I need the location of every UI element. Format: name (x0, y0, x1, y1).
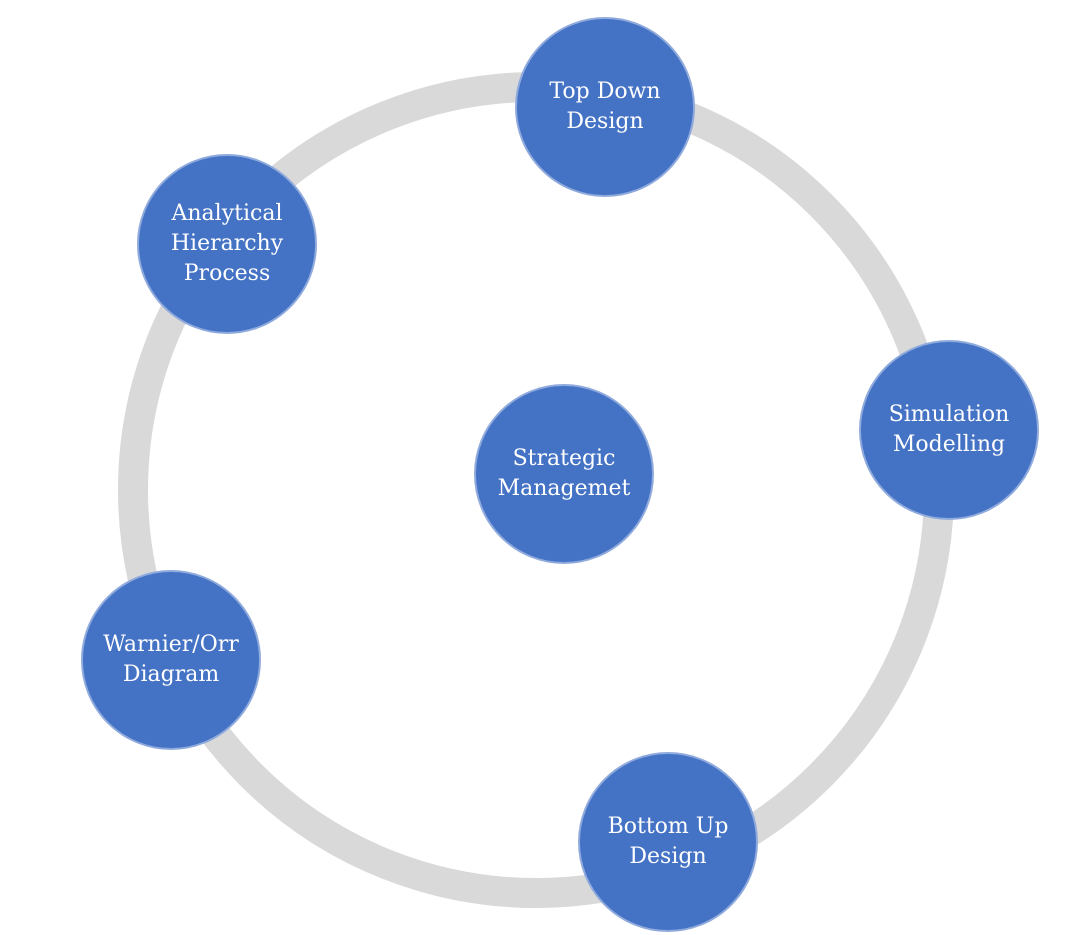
node-label-line1: Bottom Up (607, 814, 729, 839)
node-analytical-hierarchy-process: Analytical Hierarchy Process (137, 154, 317, 334)
node-label-line1: Warnier/Orr (103, 632, 239, 657)
node-label-line1: Top Down (549, 79, 661, 104)
node-label-line1: Analytical (171, 201, 283, 226)
center-node-label-line1: Strategic (512, 446, 616, 471)
node-warnier-orr-diagram: Warnier/Orr Diagram (81, 570, 261, 750)
node-simulation-modelling: Simulation Modelling (859, 340, 1039, 520)
node-label-line2: Hierarchy (170, 231, 284, 256)
node-label-line2: Design (629, 844, 707, 869)
node-label-line2: Diagram (122, 662, 220, 687)
node-label-line2: Design (566, 109, 644, 134)
node-label-line2: Modelling (892, 432, 1006, 457)
node-bottom-up-design: Bottom Up Design (578, 752, 758, 932)
center-node-label-line2: Managemet (497, 476, 631, 501)
center-node-strategic-management: Strategic Managemet (474, 384, 654, 564)
node-label-line3: Process (183, 261, 271, 286)
node-label-line1: Simulation (888, 402, 1010, 427)
node-top-down-design: Top Down Design (515, 17, 695, 197)
